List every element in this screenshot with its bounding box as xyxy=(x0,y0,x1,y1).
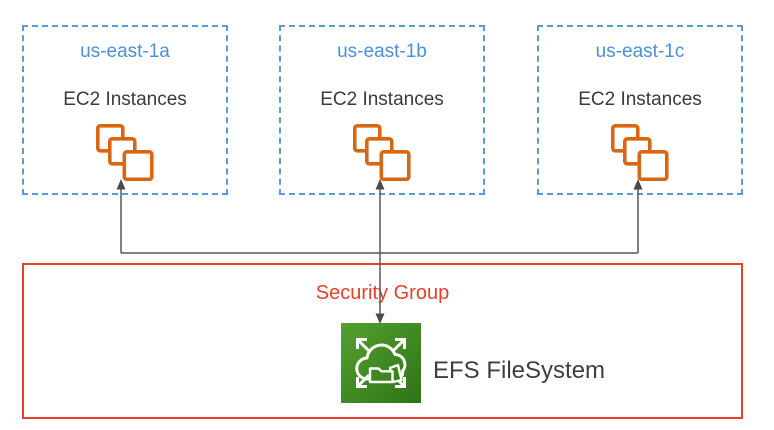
az-title: us-east-1b xyxy=(337,41,427,62)
security-group-label: Security Group xyxy=(315,282,450,304)
ec2-instances-label: EC2 Instances xyxy=(63,89,187,110)
az-title: us-east-1c xyxy=(595,41,685,62)
ec2-instances-stack-icon xyxy=(96,124,154,181)
ec2-instances-stack-icon xyxy=(353,124,411,181)
efs-cloud-folder-icon xyxy=(341,323,421,403)
availability-zone-us-east-1a: us-east-1a EC2 Instances xyxy=(22,25,228,195)
ec2-instances-label: EC2 Instances xyxy=(578,89,702,110)
az-title: us-east-1a xyxy=(80,41,170,62)
availability-zone-us-east-1b: us-east-1b EC2 Instances xyxy=(279,25,485,195)
ec2-instances-stack-icon xyxy=(611,124,669,181)
ec2-instances-label: EC2 Instances xyxy=(320,89,444,110)
efs-filesystem-label: EFS FileSystem xyxy=(433,357,606,384)
availability-zone-us-east-1c: us-east-1c EC2 Instances xyxy=(537,25,743,195)
